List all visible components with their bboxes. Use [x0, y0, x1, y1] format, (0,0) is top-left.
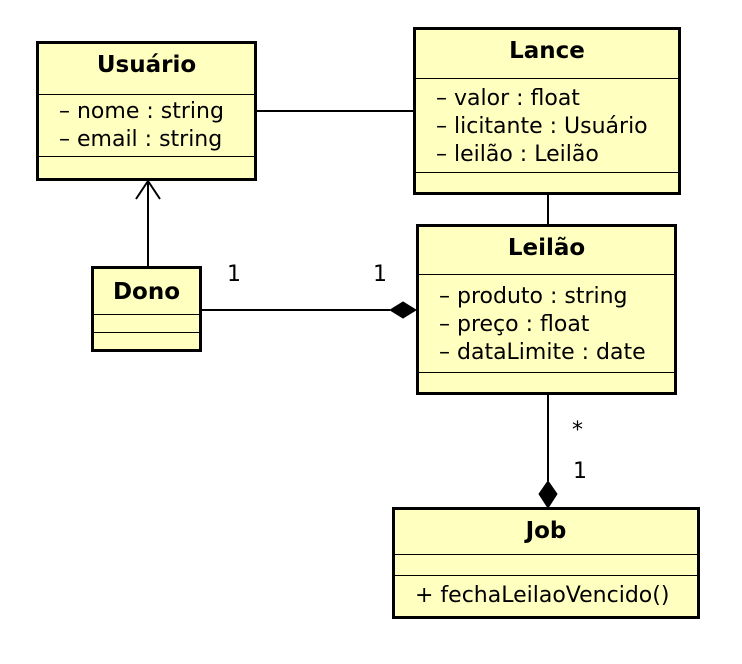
attribute: – valor : float	[436, 86, 580, 111]
multiplicity-leilao: 1	[373, 262, 387, 287]
attributes-usuario: – nome : string – email : string	[39, 94, 254, 156]
multiplicity-leilao-job-one: 1	[573, 459, 587, 484]
class-name-leilao: Leilão	[507, 235, 586, 261]
operation: + fechaLeilaoVencido()	[415, 583, 670, 608]
composition-diamond-job	[538, 480, 558, 509]
operations-dono	[94, 332, 199, 349]
class-name-job: Job	[525, 518, 567, 544]
class-lance[interactable]: Lance – valor : float – licitante : Usuá…	[413, 27, 681, 195]
multiplicity-leilao-job-star: *	[572, 418, 583, 443]
attribute: – dataLimite : date	[439, 340, 646, 365]
class-name-usuario: Usuário	[96, 52, 197, 78]
attributes-lance: – valor : float – licitante : Usuário – …	[416, 78, 678, 172]
attribute: – email : string	[59, 127, 223, 152]
attributes-job	[395, 554, 697, 575]
operations-lance	[416, 172, 678, 192]
operations-usuario	[39, 156, 254, 178]
class-dono[interactable]: Dono	[91, 266, 202, 352]
attributes-dono	[94, 314, 199, 332]
class-job[interactable]: Job + fechaLeilaoVencido()	[392, 507, 700, 619]
class-name-lance: Lance	[509, 38, 585, 64]
class-leilao[interactable]: Leilão – produto : string – preço : floa…	[416, 224, 677, 395]
attribute: – preço : float	[439, 312, 590, 337]
attribute: – leilão : Leilão	[436, 142, 599, 167]
class-usuario[interactable]: Usuário – nome : string – email : string	[36, 41, 257, 181]
class-name-dono: Dono	[112, 279, 181, 305]
attribute: – produto : string	[439, 284, 628, 309]
open-arrowhead	[135, 179, 161, 200]
attribute: – nome : string	[59, 99, 224, 124]
attribute: – licitante : Usuário	[436, 114, 648, 139]
operations-leilao	[419, 372, 674, 392]
operations-job: + fechaLeilaoVencido()	[395, 575, 697, 615]
attributes-leilao: – produto : string – preço : float – dat…	[419, 274, 674, 372]
composition-diamond-leilao	[389, 301, 417, 319]
multiplicity-dono: 1	[227, 262, 241, 287]
